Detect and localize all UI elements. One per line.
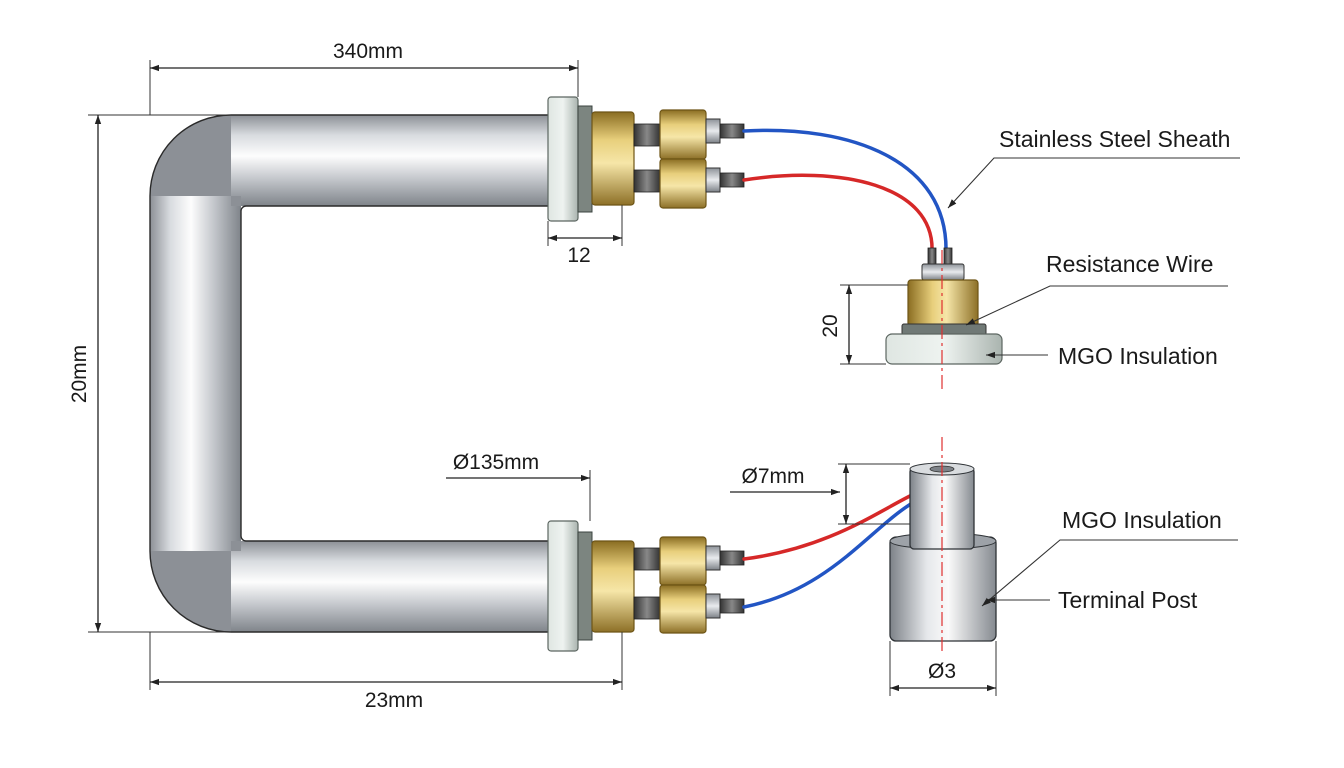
top-terminal-pin-right: [943, 247, 953, 267]
bottom-flange: [547, 520, 579, 652]
top-brass-nut-lower: [659, 158, 707, 209]
tube-vertical-segment: [150, 196, 241, 551]
top-stud-upper: [719, 123, 745, 139]
tube-outline: [149, 114, 552, 633]
top-stud-lower: [719, 172, 745, 188]
top-terminal-pin-left: [927, 247, 937, 267]
top-thread-upper: [633, 123, 661, 147]
u-shaped-tube: [149, 114, 552, 633]
dim-top-length: 340mm: [333, 40, 403, 63]
bottom-hex-nut-lower: [705, 593, 721, 619]
callout-leaders: [947, 157, 1240, 607]
bottom-end-fitting: [547, 520, 745, 652]
callout-mgo-top: MGO Insulation: [1058, 343, 1218, 369]
lead-wires: [742, 128, 948, 609]
bottom-thread-upper: [633, 547, 661, 571]
tube-corner-bottom: [150, 541, 241, 632]
dim-terminal-height: 20: [819, 314, 842, 337]
bottom-hex-nut-upper: [705, 545, 721, 571]
callout-sheath: Stainless Steel Sheath: [999, 126, 1230, 152]
dim-tube-diameter: Ø135mm: [453, 451, 539, 474]
bottom-thread-lower: [633, 596, 661, 620]
top-terminal-base: [885, 333, 1003, 365]
top-brass-nut-upper: [659, 109, 707, 160]
top-terminal-brass-body: [907, 279, 979, 327]
bottom-brass-nut-upper: [659, 536, 707, 586]
callout-mgo-bottom: MGO Insulation: [1062, 507, 1222, 533]
bottom-stud-upper: [719, 550, 745, 566]
top-thread-lower: [633, 169, 661, 193]
dim-post-diameter: Ø7mm: [742, 465, 805, 488]
top-hex-nut-upper: [705, 118, 721, 144]
bottom-red-wire: [742, 492, 916, 561]
dim-bottom-length: 23mm: [365, 689, 423, 712]
top-washer: [577, 105, 593, 213]
callout-resistance-wire: Resistance Wire: [1046, 251, 1213, 277]
top-terminal-washer: [901, 323, 987, 336]
dim-base-diameter: Ø3: [928, 660, 956, 683]
bottom-stud-lower: [719, 598, 745, 614]
callout-terminal-post: Terminal Post: [1058, 587, 1198, 613]
top-terminal-hex-nut: [921, 263, 965, 281]
top-hex-nut-lower: [705, 167, 721, 193]
dim-height: 20mm: [68, 345, 91, 403]
top-flange: [547, 96, 579, 222]
top-red-wire: [742, 173, 934, 254]
bottom-terminal-assembly: [889, 437, 997, 654]
terminal-post-base: [889, 536, 997, 642]
tube-corner-top: [150, 115, 241, 206]
top-end-fitting: [547, 96, 745, 222]
bottom-blue-wire: [742, 500, 916, 609]
tube-top-segment: [231, 115, 552, 206]
bottom-brass-collar: [591, 540, 635, 633]
top-brass-collar: [591, 111, 635, 206]
dim-flange-width: 12: [567, 244, 590, 267]
top-blue-wire: [742, 128, 948, 254]
bottom-washer: [577, 531, 593, 641]
top-terminal-assembly: [885, 247, 1003, 392]
bottom-brass-nut-lower: [659, 584, 707, 634]
dimension-lines: [88, 60, 997, 696]
tube-bottom-segment: [231, 541, 552, 632]
